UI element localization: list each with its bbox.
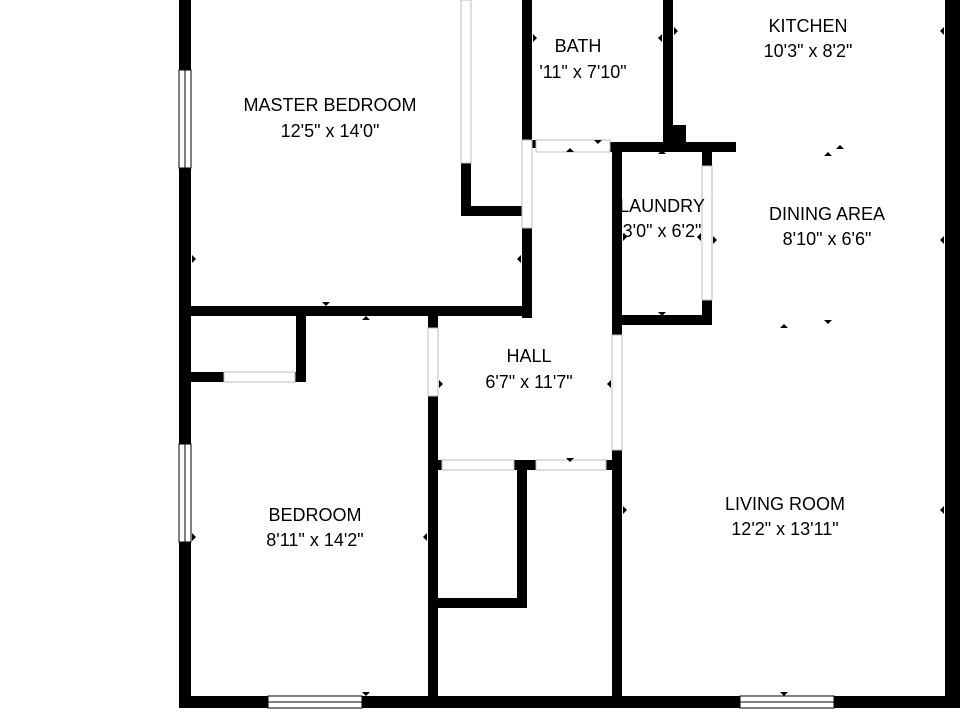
dim-marker: [940, 27, 944, 35]
door-laundry: [701, 165, 713, 301]
dim-marker: [940, 506, 944, 514]
room-name: DINING AREA: [769, 204, 885, 224]
dim-marker: [192, 255, 196, 263]
wall-hall-south-right: [606, 460, 622, 470]
wall-closet-south: [461, 206, 532, 216]
dim-marker: [658, 34, 662, 42]
window-bedroom-south: [267, 695, 363, 709]
room-name: LIVING ROOM: [725, 494, 845, 514]
wall-hall-closet-east: [517, 460, 527, 608]
wall-closet-west: [461, 163, 471, 216]
dim-marker: [658, 150, 666, 154]
wall-living-west: [612, 450, 622, 708]
wall-laundry-west: [612, 148, 622, 328]
room-laundry: LAUNDRY 3'0" x 6'2": [619, 196, 705, 241]
door-hall-to-living: [611, 334, 623, 451]
dimension-markers: [192, 27, 944, 696]
wall-east: [945, 0, 960, 708]
room-dimensions: 8'11" x 14'2": [266, 530, 363, 550]
wall-bedroom-closet-east: [296, 316, 306, 382]
room-dimensions: 3'0" x 6'2": [623, 221, 702, 241]
wall-hall-east-mid: [612, 325, 622, 335]
dim-marker: [423, 533, 427, 541]
dim-marker: [322, 302, 330, 306]
room-dimensions: 6'7" x 11'7": [485, 372, 572, 392]
door-master-to-hall: [521, 139, 533, 229]
wall-bedroom-closet-south-left: [191, 372, 224, 382]
room-dimensions: 8'10" x 6'6": [783, 229, 872, 249]
wall-hall-south-left: [438, 460, 442, 470]
dim-marker: [566, 458, 574, 462]
dim-marker: [697, 233, 701, 241]
dim-marker: [674, 27, 678, 35]
wall-bath-south: [532, 140, 536, 148]
door-hall-to-bedroom: [427, 327, 439, 397]
room-name: HALL: [506, 346, 551, 366]
dim-marker: [780, 692, 788, 696]
dim-marker: [836, 145, 844, 149]
room-dimensions: 12'2" x 13'11": [731, 519, 838, 539]
wall-kitchen-dining: [610, 142, 736, 152]
wall-laundry-south: [612, 315, 712, 325]
room-name: MASTER BEDROOM: [243, 95, 416, 115]
door-hall-closet-a: [441, 459, 515, 471]
wall-bedroom-east-top: [428, 316, 438, 328]
room-dimensions: 10'3" x 8'2": [764, 41, 853, 61]
dim-marker: [439, 380, 443, 388]
dim-marker: [607, 380, 611, 388]
room-bath: BATH '11" x 7'10": [539, 36, 626, 82]
dim-marker: [533, 34, 537, 42]
room-dimensions: 12'5" x 14'0": [281, 121, 380, 141]
wall-laundry-east: [702, 148, 712, 166]
dim-marker: [362, 316, 370, 320]
dim-marker: [713, 236, 717, 244]
room-dimensions: '11" x 7'10": [539, 62, 626, 82]
room-name: BATH: [555, 36, 602, 56]
window-living-south: [739, 695, 835, 709]
door-bedroom-closet: [223, 371, 296, 383]
dim-marker: [594, 140, 602, 144]
dim-marker: [517, 255, 521, 263]
wall-laundry-east-lower: [702, 300, 712, 325]
wall-hall-closet-south: [438, 598, 527, 608]
room-master-bedroom: MASTER BEDROOM 12'5" x 14'0": [243, 95, 416, 141]
room-labels: MASTER BEDROOM 12'5" x 14'0" BATH '11" x…: [243, 16, 885, 550]
dim-marker: [623, 233, 627, 241]
door-hall-closet-b: [535, 459, 607, 471]
door-openings: [223, 0, 713, 471]
room-name: KITCHEN: [768, 16, 847, 36]
room-bedroom: BEDROOM 8'11" x 14'2": [266, 505, 363, 550]
wall-master-south-b: [422, 306, 532, 316]
dim-marker: [658, 312, 666, 316]
room-hall: HALL 6'7" x 11'7": [485, 346, 572, 392]
room-dining-area: DINING AREA 8'10" x 6'6": [769, 204, 885, 249]
wall-master-south: [179, 306, 432, 316]
wall-master-east-lower: [522, 228, 532, 318]
dim-marker: [940, 236, 944, 244]
window-bedroom-west: [178, 443, 192, 543]
room-name: LAUNDRY: [619, 196, 705, 216]
dim-marker: [824, 152, 832, 156]
windows: [178, 69, 835, 709]
room-kitchen: KITCHEN 10'3" x 8'2": [764, 16, 853, 61]
dim-marker: [362, 692, 370, 696]
window-master-west: [178, 69, 192, 169]
room-name: BEDROOM: [268, 505, 361, 525]
dim-marker: [566, 148, 574, 152]
wall-bath-east: [663, 0, 673, 148]
dim-marker: [780, 324, 788, 328]
wall-master-east: [522, 0, 532, 140]
room-living-room: LIVING ROOM 12'2" x 13'11": [725, 494, 845, 539]
dim-marker: [824, 320, 832, 324]
wall-bedroom-east: [428, 396, 438, 708]
dim-marker: [192, 533, 196, 541]
door-master-closet: [460, 0, 472, 164]
dim-marker: [623, 506, 627, 514]
wall-bedroom-closet-south-right: [295, 372, 306, 382]
